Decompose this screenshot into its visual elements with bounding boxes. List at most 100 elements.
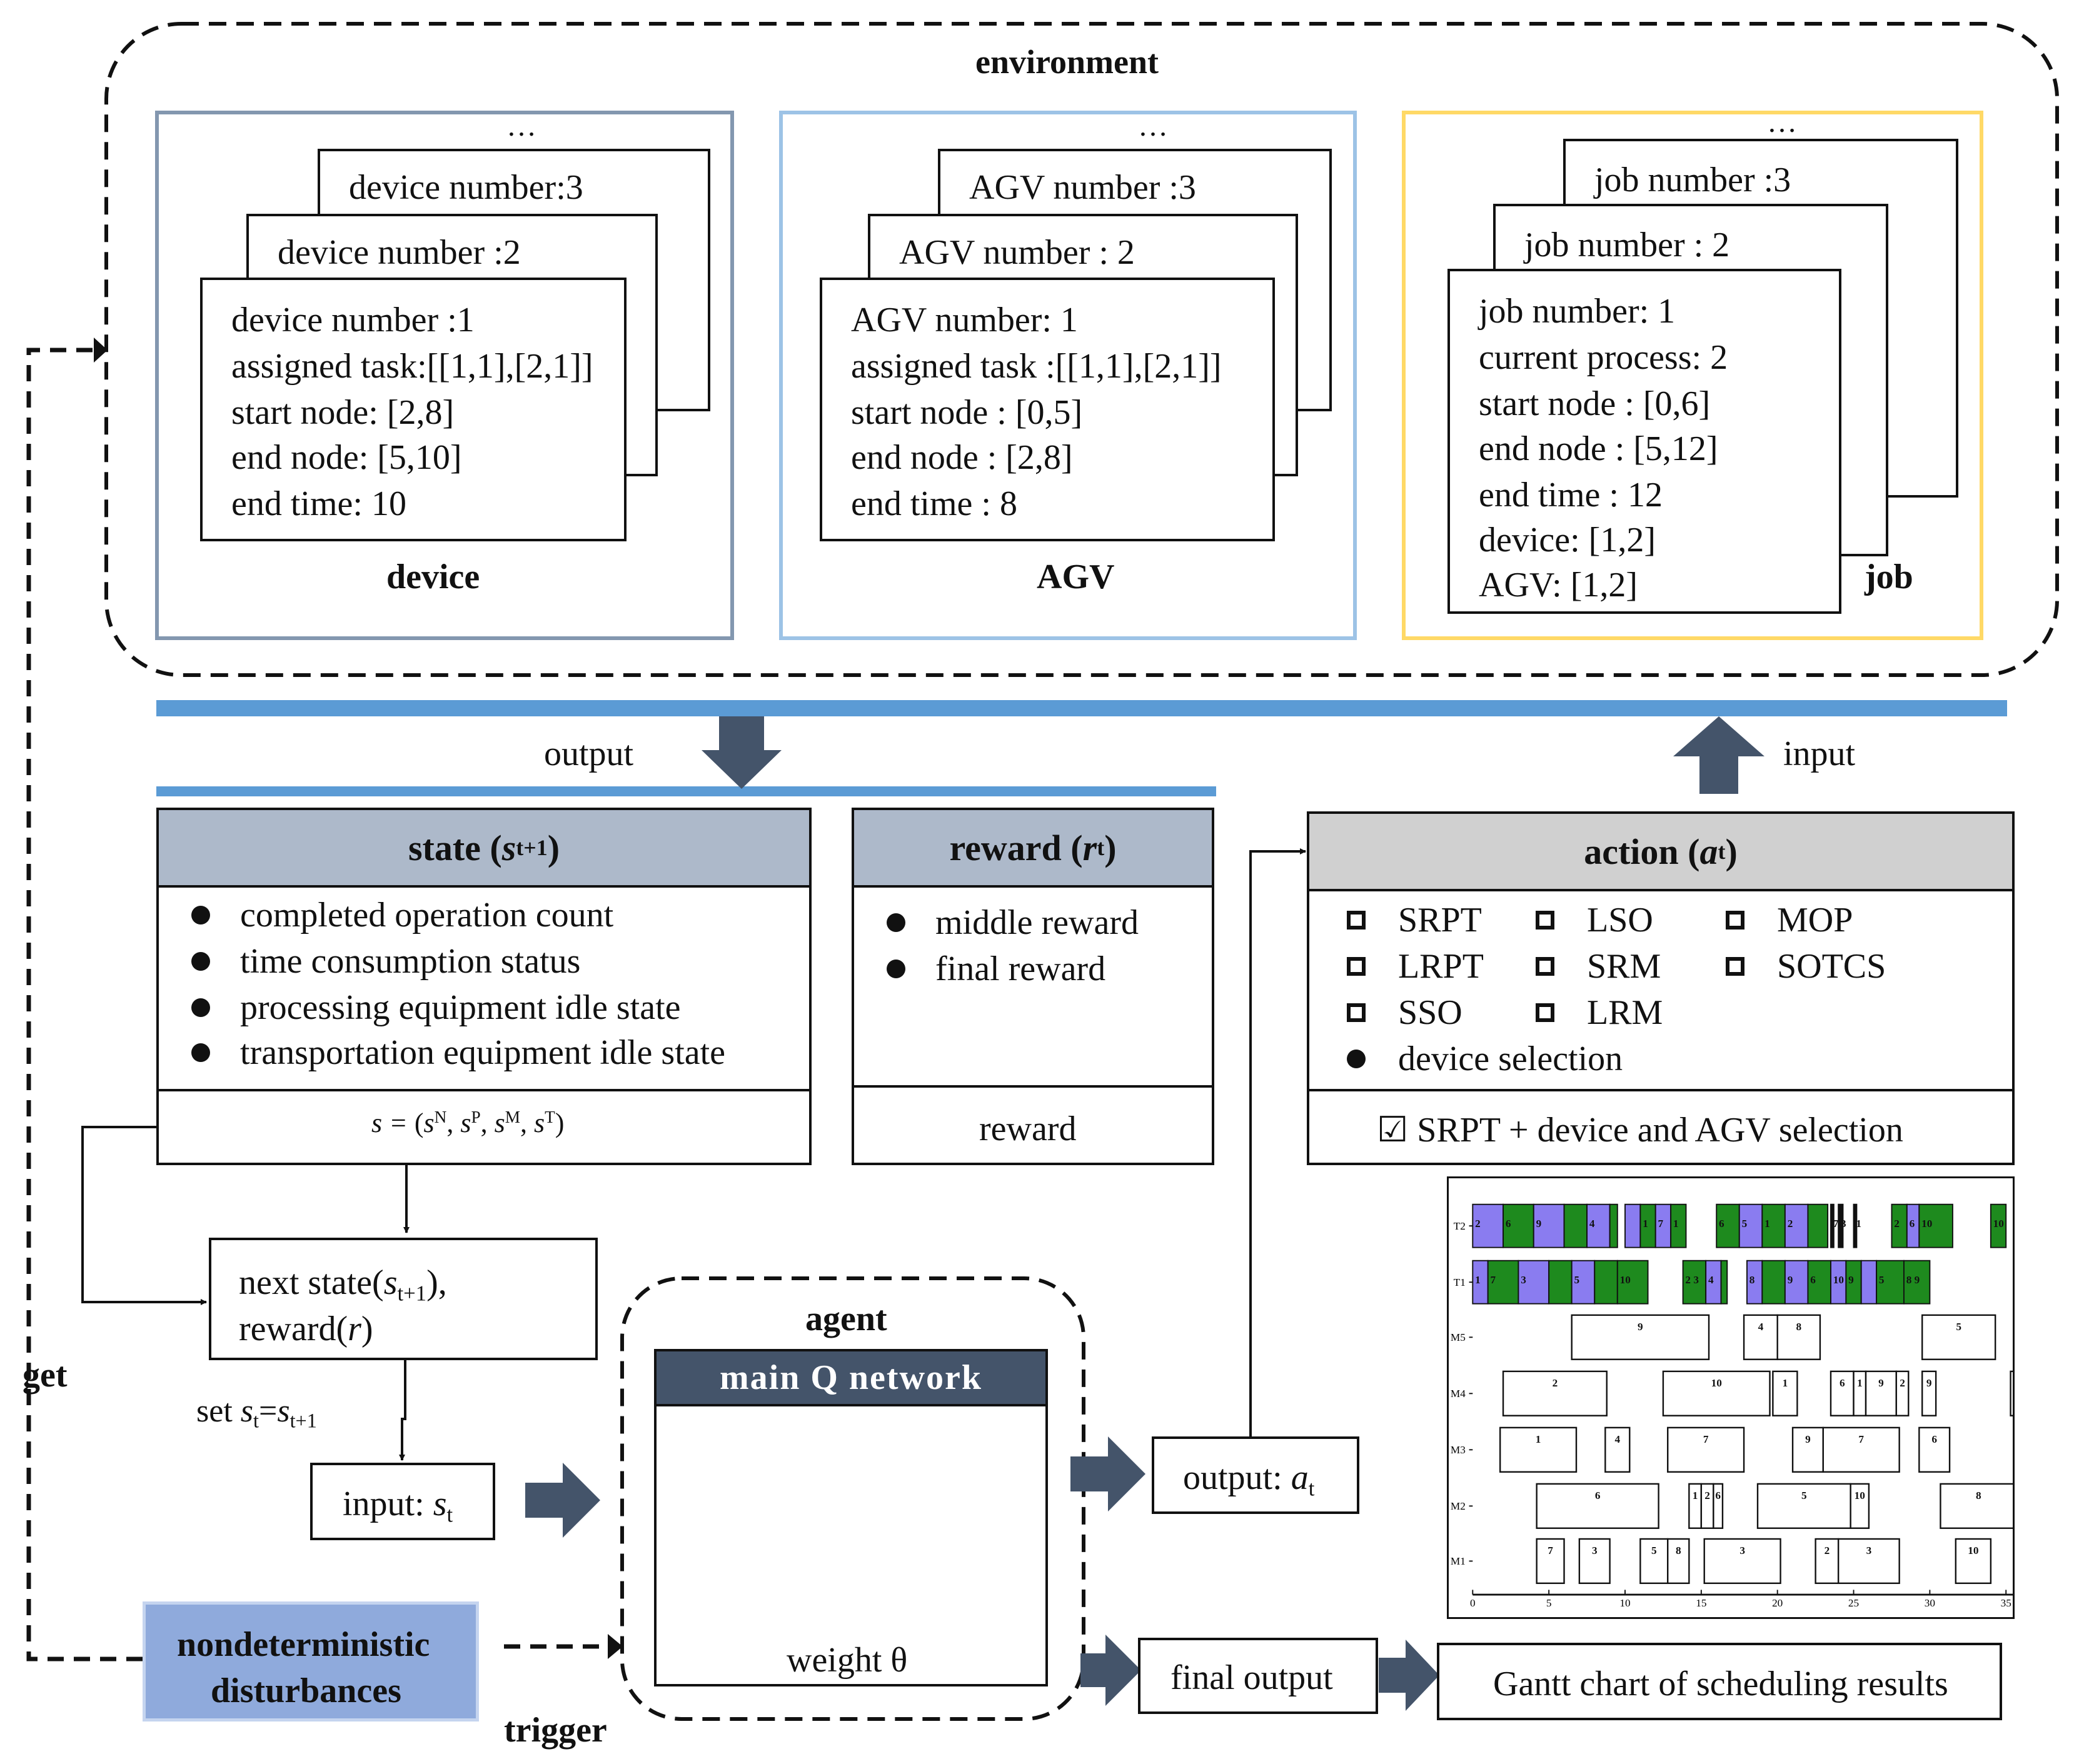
gantt-x-tick-label: 20 bbox=[1772, 1597, 1783, 1609]
gantt-task-label: 2 bbox=[1894, 1218, 1900, 1230]
gantt-task-label: 3 bbox=[1592, 1545, 1598, 1556]
job-card-3-title: job number :3 bbox=[1594, 161, 1791, 199]
gantt-task-bar bbox=[1815, 1538, 1840, 1585]
gantt-task-label: 4 bbox=[1758, 1321, 1764, 1333]
gantt-task-label: 1 bbox=[1783, 1377, 1788, 1389]
reward-item: middle reward bbox=[887, 905, 1139, 940]
gantt-task-label: 6 bbox=[1719, 1218, 1724, 1230]
gantt-task-bar bbox=[1502, 1370, 1608, 1416]
gantt-task-label: 8 bbox=[1976, 1490, 1981, 1501]
gantt-x-tick-label: 30 bbox=[1925, 1597, 1935, 1609]
gantt-task-label: 7 bbox=[1833, 1218, 1839, 1230]
state-item: processing equipment idle state bbox=[191, 990, 680, 1025]
gantt-task-label: 2 bbox=[1825, 1545, 1830, 1556]
gantt-task-bar bbox=[1487, 1260, 1519, 1305]
reward-footer: reward bbox=[979, 1110, 1077, 1148]
gantt-task-bar bbox=[1865, 1370, 1897, 1416]
output-action-box: output: at bbox=[1152, 1436, 1359, 1514]
action-rule: LSO bbox=[1536, 903, 1653, 938]
gantt-task-label: 1 bbox=[1536, 1433, 1541, 1445]
gantt-task-label: 2 3 bbox=[1685, 1274, 1699, 1286]
gantt-x-tick-label: 15 bbox=[1696, 1597, 1706, 1609]
gantt-task-bar bbox=[1654, 1203, 1672, 1248]
gantt-row-label: M1 bbox=[1451, 1555, 1466, 1567]
gantt-task-label: 2 bbox=[1788, 1218, 1793, 1230]
gantt-task-bar bbox=[1518, 1260, 1550, 1305]
device-card-1-line: end node: [5,10] bbox=[231, 438, 462, 477]
gantt-task-bar bbox=[1738, 1203, 1763, 1248]
action-rule: SRPT bbox=[1347, 903, 1482, 938]
gantt-task-bar bbox=[1604, 1426, 1631, 1473]
gantt-task-bar bbox=[1850, 1483, 1870, 1529]
job-card-1-line: job number: 1 bbox=[1479, 292, 1676, 331]
q-network-title: main Q network bbox=[657, 1351, 1045, 1406]
input-bar bbox=[156, 700, 2007, 716]
q-network-box: main Q network weight θ bbox=[654, 1349, 1048, 1686]
agent-to-output-arrow bbox=[1070, 1436, 1145, 1511]
gantt-task-label: 2 bbox=[1900, 1377, 1905, 1389]
gantt-task-bar bbox=[1784, 1260, 1809, 1305]
gantt-task-label: 6 bbox=[1931, 1433, 1937, 1445]
gantt-task-bar bbox=[1895, 1370, 1910, 1416]
state-subscript: t+1 bbox=[516, 835, 548, 860]
gantt-task-bar bbox=[1713, 1483, 1724, 1529]
gantt-task-label: 1 bbox=[1643, 1218, 1648, 1230]
job-card-1-line: device: [1,2] bbox=[1479, 521, 1656, 559]
gantt-task-label: 1 bbox=[1475, 1274, 1481, 1286]
device-panel bbox=[155, 111, 734, 640]
gantt-x-tick-label: 10 bbox=[1619, 1597, 1630, 1609]
gantt-x-tick-label: 25 bbox=[1848, 1597, 1859, 1609]
final-output-box: final output bbox=[1138, 1638, 1378, 1714]
state-item: time consumption status bbox=[191, 944, 580, 979]
gantt-task-bar bbox=[1776, 1314, 1821, 1360]
job-label: job bbox=[1865, 558, 1913, 596]
action-rule: LRM bbox=[1536, 995, 1663, 1030]
gantt-task-bar bbox=[1662, 1370, 1771, 1416]
gantt-task-bar bbox=[1746, 1260, 1763, 1305]
device-card-1-line: device number :1 bbox=[231, 301, 475, 339]
gantt-task-label: 6 bbox=[1840, 1377, 1845, 1389]
gantt-task-bar bbox=[2010, 1370, 2013, 1416]
gantt-task-label: 4 bbox=[1589, 1218, 1595, 1230]
gantt-x-tick-label: 5 bbox=[1546, 1597, 1552, 1609]
gantt-task-label: 9 bbox=[1638, 1321, 1643, 1333]
agv-card-1-line: start node : [0,5] bbox=[851, 393, 1083, 432]
action-subscript: t bbox=[1718, 839, 1726, 864]
gantt-task-bar bbox=[1921, 1314, 1996, 1360]
input-to-agent-arrow bbox=[525, 1463, 600, 1538]
gantt-task-bar bbox=[1571, 1260, 1596, 1305]
action-rule: SOTCS bbox=[1726, 949, 1886, 984]
gantt-task-label: 9 bbox=[1805, 1433, 1811, 1445]
gantt-task-label: 3 bbox=[1866, 1545, 1872, 1556]
gantt-task-label: 10 bbox=[1855, 1490, 1865, 1501]
job-panel bbox=[1402, 111, 1983, 640]
gantt-task-label: 5 bbox=[1574, 1274, 1580, 1286]
agent-to-final-arrow bbox=[1080, 1635, 1141, 1706]
gantt-task-bar bbox=[1548, 1260, 1573, 1305]
gantt-task-bar bbox=[1845, 1260, 1862, 1305]
gantt-task-label: 9 bbox=[1788, 1274, 1793, 1286]
job-card-1-line: end node : [5,12] bbox=[1479, 429, 1718, 468]
job-card-1-line: AGV: [1,2] bbox=[1479, 566, 1638, 604]
state-item: completed operation count bbox=[191, 898, 613, 933]
get-label: get bbox=[23, 1356, 68, 1395]
gantt-task-label: 8 9 bbox=[1906, 1274, 1920, 1286]
gantt-task-label: 10 bbox=[1993, 1218, 2004, 1230]
gantt-task-label: 10 bbox=[1921, 1218, 1932, 1230]
device-card-2-title: device number :2 bbox=[278, 233, 521, 272]
gantt-task-bar bbox=[1667, 1538, 1690, 1585]
gantt-task-bar bbox=[1571, 1314, 1710, 1360]
gantt-task-label: 7 bbox=[1703, 1433, 1709, 1445]
gantt-task-bar bbox=[1903, 1260, 1931, 1305]
gantt-task-bar bbox=[1756, 1483, 1851, 1529]
action-rule: SRM bbox=[1536, 949, 1661, 984]
gantt-task-label: 3 bbox=[1739, 1545, 1745, 1556]
gantt-task-bar bbox=[1499, 1426, 1578, 1473]
device-label: device bbox=[386, 558, 480, 596]
gantt-task-label: 1 bbox=[1856, 1218, 1861, 1230]
